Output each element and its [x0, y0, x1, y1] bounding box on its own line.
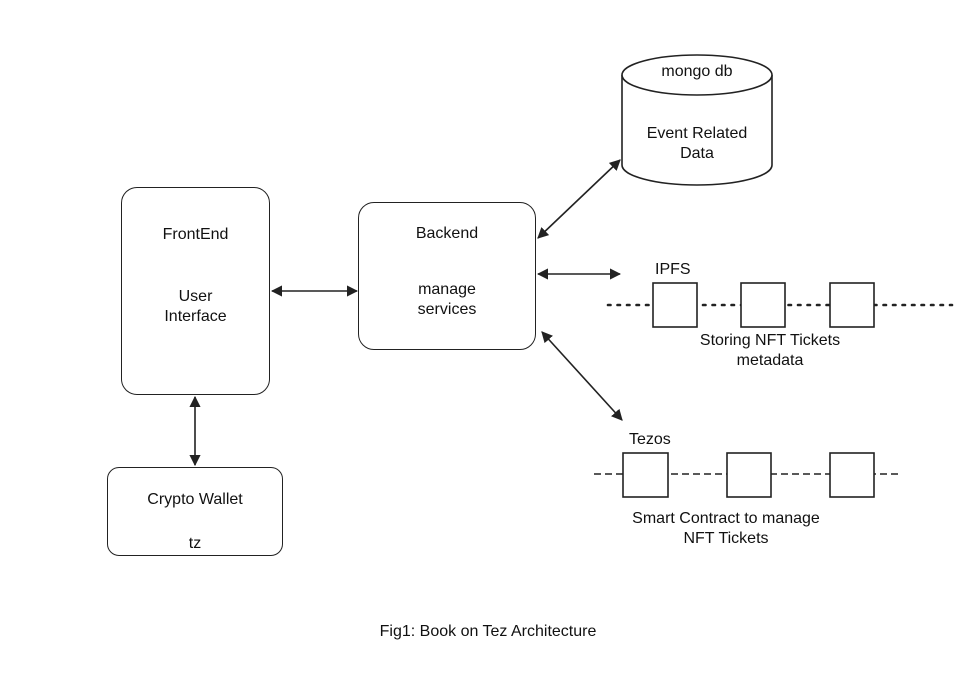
- tezos-block-1: [622, 452, 669, 498]
- ipfs-subtitle: Storing NFT Tickets metadata: [699, 332, 841, 369]
- database-cylinder-icon: [621, 54, 773, 186]
- backend-box: [358, 202, 536, 350]
- frontend-subtitle: User Interface: [164, 288, 227, 325]
- tezos-block-3: [829, 452, 875, 498]
- tezos-title: Tezos: [629, 431, 671, 448]
- ipfs-block-3: [829, 282, 875, 328]
- ipfs-block-2: [740, 282, 786, 328]
- tezos-block-2: [726, 452, 772, 498]
- wallet-subtitle: tz: [188, 535, 202, 552]
- ipfs-title: IPFS: [655, 261, 691, 278]
- database-title: mongo db: [661, 63, 733, 80]
- wallet-title: Crypto Wallet: [147, 491, 243, 508]
- frontend-title: FrontEnd: [162, 226, 229, 243]
- backend-tezos-arrow: [541, 331, 623, 421]
- frontend-box: [121, 187, 270, 395]
- tezos-subtitle: Smart Contract to manage NFT Tickets: [632, 510, 820, 547]
- database-subtitle: Event Related Data: [646, 125, 748, 162]
- backend-subtitle: manage services: [417, 281, 477, 318]
- ipfs-block-1: [652, 282, 698, 328]
- backend-title: Backend: [415, 225, 479, 242]
- figure-caption: Fig1: Book on Tez Architecture: [379, 623, 597, 640]
- wallet-box: [107, 467, 283, 556]
- backend-database-arrow: [537, 159, 621, 239]
